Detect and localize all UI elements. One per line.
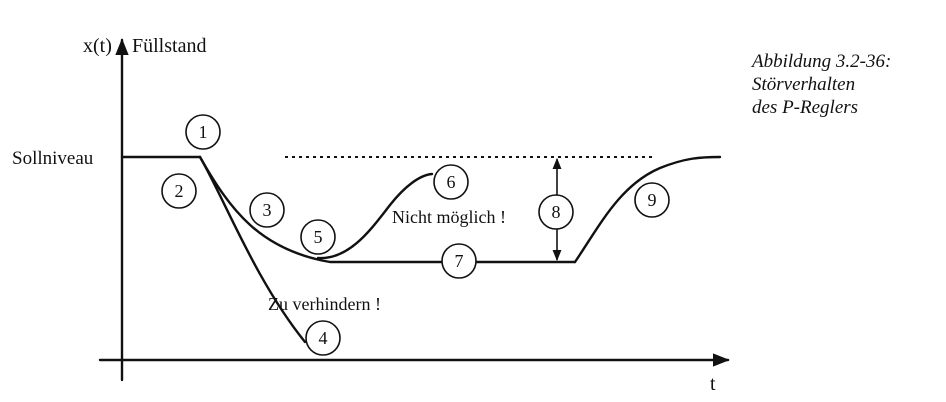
curve-p-controller	[198, 155, 577, 264]
marker-3: 3	[249, 192, 285, 228]
svg-text:5: 5	[314, 227, 323, 247]
svg-text:9: 9	[648, 190, 657, 210]
svg-text:1: 1	[199, 122, 208, 142]
caption-line-1: Abbildung 3.2-36:	[750, 51, 891, 72]
svg-text:8: 8	[552, 202, 561, 222]
svg-text:7: 7	[455, 251, 464, 271]
marker-1: 1	[185, 114, 221, 150]
marker-7: 7	[441, 243, 477, 279]
marker-9: 9	[634, 182, 670, 218]
marker-6: 6	[433, 164, 469, 200]
marker-2: 2	[161, 173, 197, 209]
x-axis-label: t	[710, 373, 716, 395]
curve-recovery	[573, 155, 722, 264]
caption-line-2: Störverhalten	[752, 74, 855, 95]
svg-text:4: 4	[319, 328, 328, 348]
y-axis-label: x(t)	[83, 35, 112, 57]
svg-text:3: 3	[263, 200, 272, 220]
curve-not-possible	[316, 172, 434, 260]
y-axis-title: Füllstand	[132, 35, 206, 57]
svg-text:6: 6	[447, 172, 456, 192]
annotation-not-possible: Nicht möglich !	[392, 207, 506, 227]
annotation-prevent: Zu verhindern !	[268, 294, 381, 314]
setpoint-label: Sollniveau	[12, 148, 94, 169]
caption-line-3: des P-Reglers	[752, 97, 858, 118]
marker-8: 8	[538, 194, 574, 230]
svg-text:2: 2	[175, 181, 184, 201]
marker-5: 5	[300, 219, 336, 255]
marker-4: 4	[305, 320, 341, 356]
